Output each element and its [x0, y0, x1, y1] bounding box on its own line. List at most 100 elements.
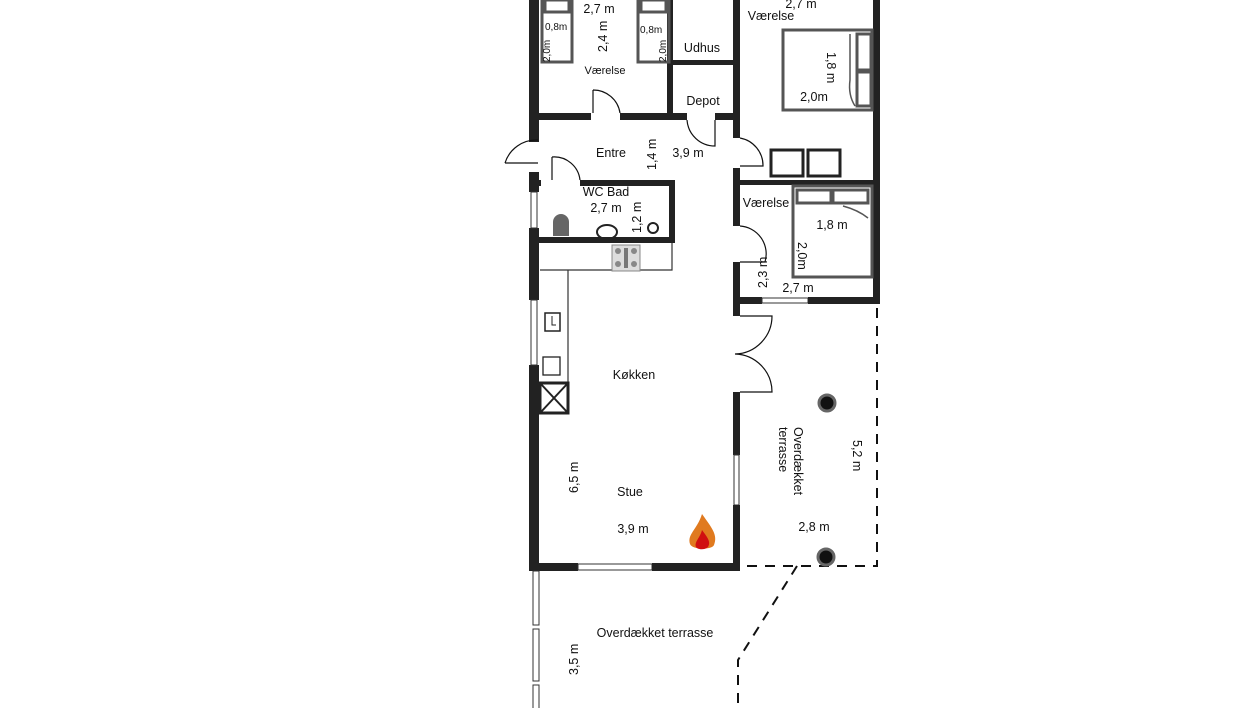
dimension-label: 1,2 m — [630, 202, 644, 233]
bedroom-door[interactable] — [592, 89, 621, 114]
entrance-door[interactable] — [504, 139, 539, 164]
window — [577, 563, 653, 571]
toilet-icon — [553, 214, 569, 236]
room-label: Værelse — [743, 196, 790, 210]
dimension-label: 2,0m — [542, 40, 553, 62]
dimension-label: 2,0m — [795, 242, 809, 270]
room-label: Udhus — [684, 41, 720, 55]
dimension-label: 2,0m — [800, 90, 828, 104]
pillow — [639, 0, 668, 14]
bedroom-door[interactable] — [739, 137, 764, 167]
wall — [529, 237, 675, 243]
dishwasher-icon — [542, 356, 561, 376]
post — [532, 570, 540, 626]
wall — [733, 505, 740, 570]
dimension-label: 1,8 m — [816, 218, 847, 232]
wc-door[interactable] — [551, 156, 581, 181]
room-label: terrasse — [776, 427, 790, 472]
wall — [733, 297, 762, 304]
wall — [873, 0, 880, 304]
terrace-outline — [740, 308, 878, 567]
dimension-label: 0,8m — [545, 22, 567, 33]
dimension-label: 6,5 m — [567, 462, 581, 493]
wall — [733, 168, 740, 226]
pillow — [795, 188, 833, 205]
room-label: Værelse — [585, 65, 626, 77]
dimension-label: 3,9 m — [617, 522, 648, 536]
dimension-label: 1,4 m — [645, 139, 659, 170]
wall — [529, 365, 539, 570]
room-label: Køkken — [613, 368, 655, 382]
wall — [669, 180, 675, 243]
pillow — [543, 0, 571, 14]
wall — [529, 180, 541, 186]
terrace-double-door[interactable] — [734, 315, 773, 393]
pillow — [855, 70, 873, 108]
dimension-label: 2,7 m — [583, 2, 614, 16]
column — [816, 547, 836, 567]
window — [530, 299, 538, 366]
window — [733, 454, 740, 506]
wall — [580, 180, 675, 186]
room-label: Overdækket — [791, 427, 805, 496]
column — [817, 393, 837, 413]
wall — [733, 0, 740, 138]
post — [532, 628, 540, 682]
fireplace-flame-icon — [689, 514, 716, 550]
room-label: Stue — [617, 485, 643, 499]
post — [532, 684, 540, 708]
room-label: Overdækket terrasse — [597, 626, 714, 640]
dimension-label: 0,8m — [640, 25, 662, 36]
window — [761, 297, 809, 304]
wall — [620, 113, 687, 120]
dimension-label: 2,7 m — [785, 0, 816, 11]
terrace-outline — [737, 565, 798, 708]
dimension-label: 5,2 m — [850, 440, 864, 471]
wall — [652, 563, 740, 571]
kitchen-fixtures — [538, 243, 673, 415]
walls — [529, 0, 880, 708]
dimension-label: 3,5 m — [567, 644, 581, 675]
bedroom-door[interactable] — [739, 225, 767, 263]
room-label: Depot — [686, 94, 720, 108]
room-label: WC Bad — [583, 185, 630, 199]
sink-icon — [544, 312, 561, 332]
doors — [504, 89, 773, 393]
window — [530, 191, 538, 229]
room-label: Værelse — [748, 9, 795, 23]
terrace — [737, 308, 878, 708]
dimension-label: 2,7 m — [782, 281, 813, 295]
labels: 2,7 m 0,8m 2,0m 2,4 m 0,8m 2,0m Værelse … — [542, 0, 864, 675]
dimension-label: 1,8 m — [824, 52, 838, 83]
cabinet-x-icon — [538, 381, 570, 415]
pillow — [831, 188, 870, 205]
wall — [715, 113, 740, 120]
wall — [808, 297, 880, 304]
single-bed — [636, 0, 671, 64]
depot-door[interactable] — [686, 119, 716, 147]
chair — [769, 148, 805, 178]
chair — [806, 148, 842, 178]
washbasin-icon — [596, 224, 618, 240]
dimension-label: 2,8 m — [798, 520, 829, 534]
dimension-label: 2,4 m — [596, 21, 610, 52]
room-label: Entre — [596, 146, 626, 160]
dimension-label: 3,9 m — [672, 146, 703, 160]
dimension-label: 2,7 m — [590, 201, 621, 215]
wall — [529, 113, 591, 120]
wall — [529, 0, 539, 142]
wall — [529, 563, 578, 571]
dimension-label: 2,3 m — [756, 257, 770, 288]
pillow — [855, 32, 873, 72]
wall — [735, 180, 876, 185]
bathroom-fixtures — [553, 214, 659, 240]
single-bed — [540, 0, 574, 64]
shower-drain-icon — [647, 222, 659, 234]
wall — [733, 262, 740, 316]
double-bed — [791, 184, 874, 279]
wall — [673, 60, 735, 65]
dimension-label: 2,0m — [658, 40, 669, 62]
wall — [529, 228, 539, 300]
furniture — [540, 0, 874, 550]
